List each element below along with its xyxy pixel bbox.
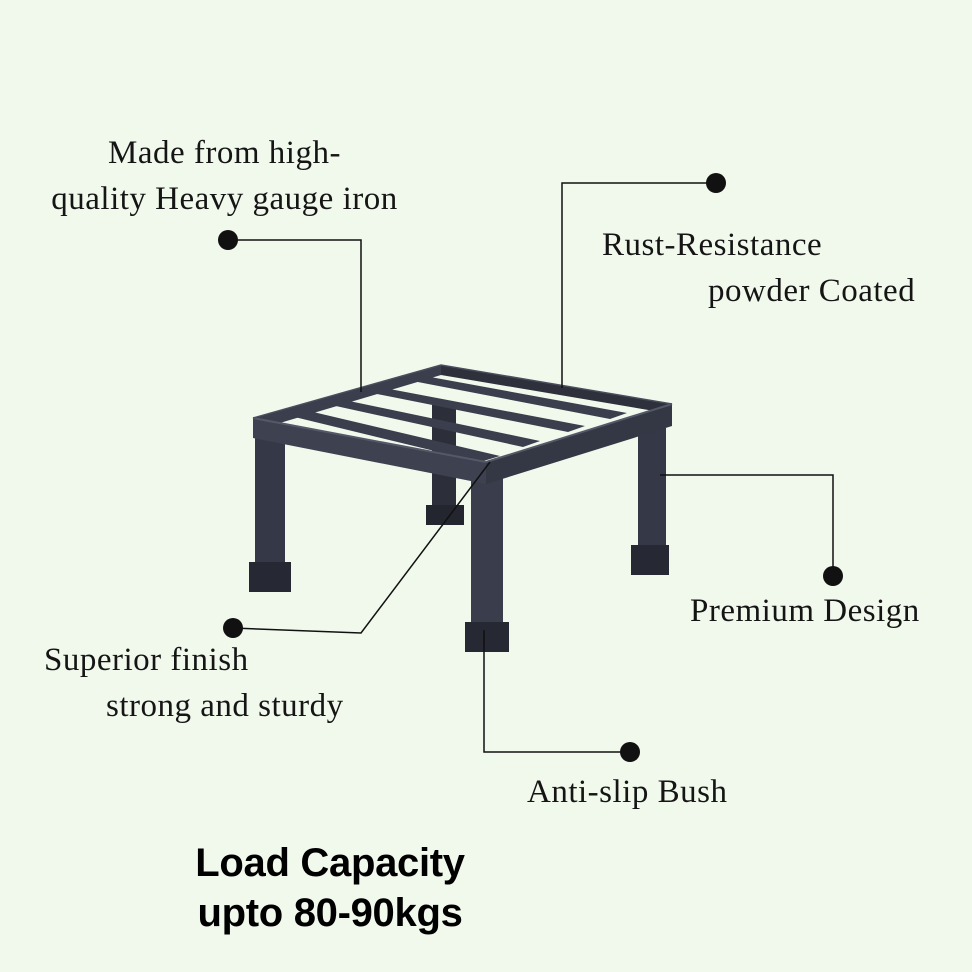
rust-callout: Rust-Resistance powder Coated	[602, 222, 915, 314]
stand-product-image	[249, 364, 673, 652]
design-dot	[823, 566, 843, 586]
finish-callout: Superior finish strong and sturdy	[44, 637, 344, 729]
material-leader-line	[228, 239, 362, 392]
bush-callout: Anti-slip Bush	[527, 769, 727, 815]
finish-callout-line-1: Superior finish	[44, 642, 249, 678]
rust-callout-line-2: powder Coated	[708, 273, 916, 309]
load-capacity-line-2: upto 80-90kgs	[197, 891, 463, 935]
rust-callout-line-1: Rust-Resistance	[602, 227, 823, 263]
bush-dot	[620, 742, 640, 762]
design-callout-line-1: Premium Design	[690, 593, 920, 629]
callout-dots	[218, 173, 843, 762]
leader-lines	[228, 182, 834, 753]
finish-callout-line-2: strong and sturdy	[106, 688, 344, 724]
finish-leader-line	[232, 461, 491, 634]
material-callout: Made from high- quality Heavy gauge iron	[22, 130, 427, 222]
load-capacity-line-1: Load Capacity	[195, 841, 465, 885]
material-dot	[218, 230, 238, 250]
finish-dot	[223, 618, 243, 638]
bush-callout-line-1: Anti-slip Bush	[527, 774, 728, 810]
load-capacity-heading: Load Capacity upto 80-90kgs	[0, 838, 660, 938]
rust-dot	[706, 173, 726, 193]
material-callout-line-1: Made from high-	[108, 135, 341, 171]
rust-leader-line	[561, 182, 716, 388]
design-callout: Premium Design	[690, 588, 920, 634]
material-callout-line-2: quality Heavy gauge iron	[51, 181, 398, 217]
design-leader-line	[660, 474, 834, 576]
bush-leader-line	[483, 630, 630, 753]
